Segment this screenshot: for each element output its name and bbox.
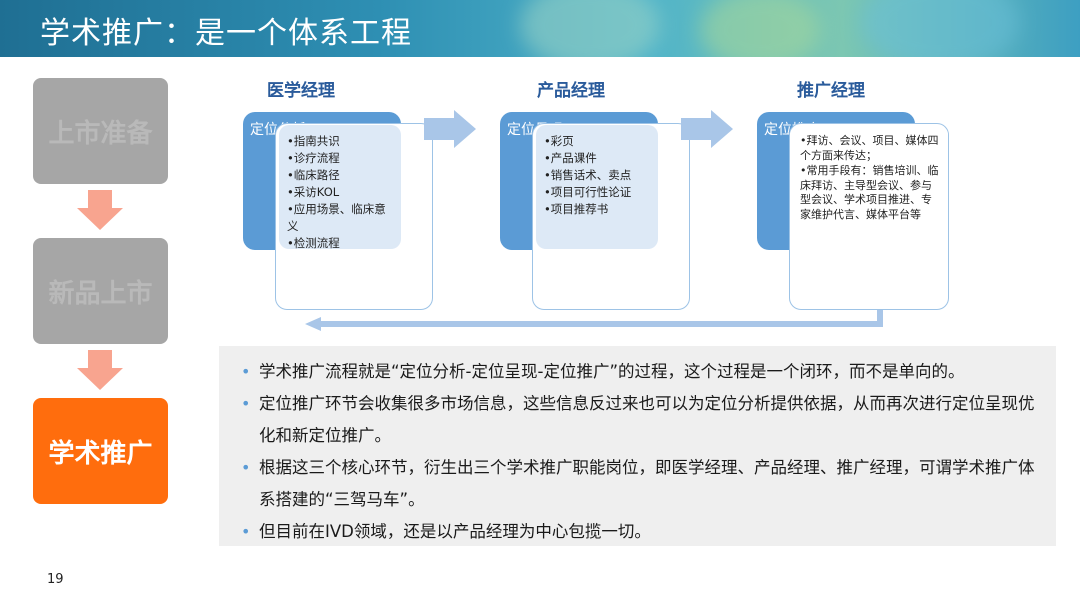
feedback-loop-arrow: [305, 310, 883, 331]
stage-academic-promotion: 学术推广: [33, 398, 168, 504]
down-arrow-icon: [77, 190, 123, 230]
bullet-item: 根据这三个核心环节，衍生出三个学术推广职能岗位，即医学经理、产品经理、推广经理，…: [239, 452, 1042, 516]
list-item: •采访KOL: [287, 185, 340, 199]
list-item: •应用场景、临床意义: [287, 202, 386, 233]
bullet-item: 学术推广流程就是“定位分析-定位呈现-定位推广”的过程，这个过程是一个闭环，而不…: [239, 356, 1042, 388]
list-item: •诊疗流程: [287, 151, 340, 165]
summary-panel: 学术推广流程就是“定位分析-定位呈现-定位推广”的过程，这个过程是一个闭环，而不…: [219, 346, 1056, 548]
bullet-item: 定位推广环节会收集很多市场信息，这些信息反过来也可以为定位分析提供依据，从而再次…: [239, 388, 1042, 452]
list-item: •指南共识: [287, 134, 340, 148]
right-arrow-icon: [681, 110, 733, 148]
list-item: •常用手段有：销售培训、临床拜访、主导型会议、参与型会议、学术项目推进、专家维护…: [800, 164, 939, 221]
stage-pre-launch: 上市准备: [33, 78, 168, 184]
list-item: •项目推荐书: [544, 202, 609, 216]
list-item: •销售话术、卖点: [544, 168, 632, 182]
role-items-card: •指南共识 •诊疗流程 •临床路径 •采访KOL •应用场景、临床意义 •检测流…: [279, 125, 401, 250]
page-number: 19: [47, 572, 64, 587]
page-title: 学术推广：是一个体系工程: [40, 16, 412, 51]
role-title-promotion: 推广经理: [797, 81, 865, 101]
right-arrow-icon: [424, 110, 476, 148]
stage-new-launch: 新品上市: [33, 238, 168, 344]
title-banner: 学术推广：是一个体系工程: [0, 0, 1080, 57]
role-title-product: 产品经理: [537, 81, 605, 101]
list-item: •产品课件: [544, 151, 597, 165]
down-arrow-icon: [77, 350, 123, 390]
list-item: •彩页: [544, 134, 574, 148]
list-item: •项目可行性论证: [544, 185, 632, 199]
list-item: •拜访、会议、项目、媒体四个方面来传达；: [800, 134, 939, 162]
role-items-card: •拜访、会议、项目、媒体四个方面来传达； •常用手段有：销售培训、临床拜访、主导…: [790, 125, 948, 250]
list-item: •检测流程: [287, 236, 340, 250]
role-title-medical: 医学经理: [267, 81, 335, 101]
list-item: •临床路径: [287, 168, 340, 182]
bullet-item: 但目前在IVD领域，还是以产品经理为中心包揽一切。: [239, 516, 1042, 548]
role-items-card: •彩页 •产品课件 •销售话术、卖点 •项目可行性论证 •项目推荐书: [536, 125, 658, 249]
